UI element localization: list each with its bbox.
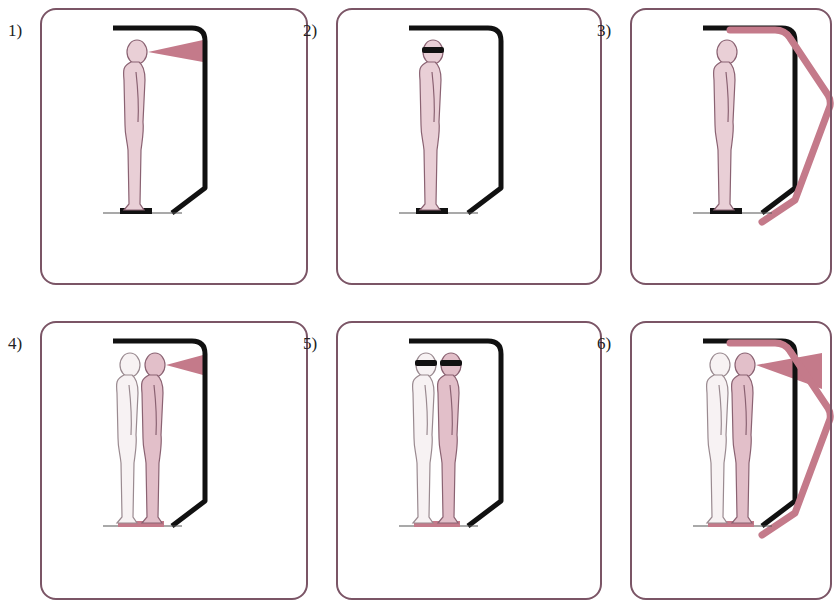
panel: 6) (597, 321, 832, 600)
panel-frame (40, 8, 308, 285)
panel-frame (40, 321, 308, 600)
panel-frame (336, 321, 602, 600)
panel: 4) (8, 321, 308, 600)
panel: 1) (8, 8, 308, 285)
panel-frame (630, 8, 832, 285)
panel-number: 4) (8, 335, 22, 352)
panel-number: 6) (597, 335, 611, 352)
panel-number: 1) (8, 22, 22, 39)
panel: 5) (303, 321, 602, 600)
panel-frame (336, 8, 602, 285)
panel-frame (630, 321, 832, 600)
panel-number: 2) (303, 22, 317, 39)
panel-number: 5) (303, 335, 317, 352)
panel: 2) (303, 8, 602, 285)
panel-number: 3) (597, 22, 611, 39)
panel: 3) (597, 8, 832, 285)
